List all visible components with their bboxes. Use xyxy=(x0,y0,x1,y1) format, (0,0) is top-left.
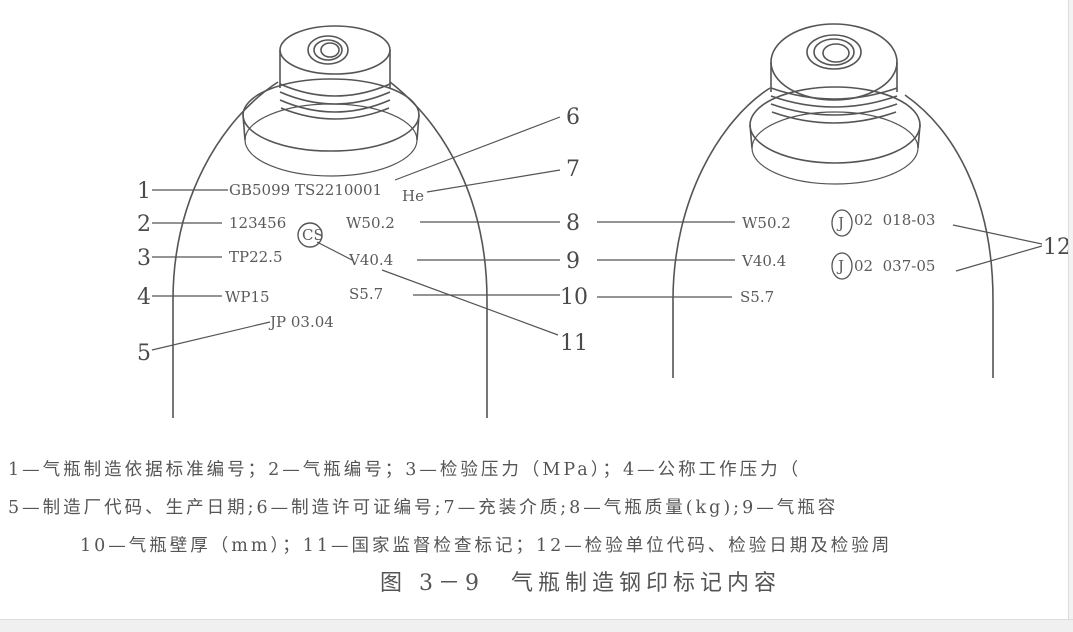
svg-text:He: He xyxy=(402,187,424,205)
callout-numbers: 1 2 3 4 5 6 7 8 9 10 11 12 xyxy=(137,105,1071,366)
svg-text:123456: 123456 xyxy=(229,214,286,232)
callout-2: 2 xyxy=(137,212,151,237)
svg-text:TP22.5: TP22.5 xyxy=(229,248,283,266)
caption-line-2: 5—制造厂代码、生产日期;6—制造许可证编号;7—充装介质;8—气瓶质量(kg)… xyxy=(8,498,839,518)
callout-7: 7 xyxy=(566,157,580,182)
callout-11: 11 xyxy=(560,331,588,356)
callout-4: 4 xyxy=(137,285,151,310)
page-edge xyxy=(1068,0,1073,631)
callout-5: 5 xyxy=(137,341,151,366)
gas-cylinder-diagram: GB5099 TS2210001 He 123456 TP22.5 WP15 J… xyxy=(137,23,1071,418)
cs-mark-circle xyxy=(297,222,323,248)
inspection-mark-circle xyxy=(831,252,853,280)
callout-6: 6 xyxy=(566,105,580,130)
caption-line-1: 1—气瓶制造依据标准编号；2—气瓶编号；3—检验压力（MPa）；4—公称工作压力… xyxy=(8,460,802,480)
svg-text:V40.4: V40.4 xyxy=(348,251,393,269)
svg-text:J: J xyxy=(836,257,844,275)
callout-1: 1 xyxy=(137,179,151,204)
svg-text:W50.2: W50.2 xyxy=(346,214,395,232)
caption-line-3: 10—气瓶壁厚（mm）；11—国家监督检查标记；12—检验单位代码、检验日期及检… xyxy=(80,536,893,556)
inspection-mark-circle xyxy=(831,209,853,237)
callout-8: 8 xyxy=(566,211,580,236)
svg-text:V40.4: V40.4 xyxy=(741,252,786,270)
leader-lines xyxy=(151,116,1043,351)
svg-text:02 018-03: 02 018-03 xyxy=(854,211,935,229)
page-bottom-edge xyxy=(0,619,1073,632)
right-cylinder-stamps: W50.2 V40.4 S5.7 J J 02 018-03 02 037-05 xyxy=(740,211,935,306)
callout-12: 12 xyxy=(1043,235,1071,260)
right-cylinder-outline xyxy=(672,23,994,378)
svg-text:02 037-05: 02 037-05 xyxy=(854,257,935,275)
svg-text:CS: CS xyxy=(302,226,324,244)
callout-3: 3 xyxy=(137,246,151,271)
svg-text:JP 03.04: JP 03.04 xyxy=(268,313,334,331)
callout-10: 10 xyxy=(560,285,588,310)
svg-text:W50.2: W50.2 xyxy=(742,214,791,232)
svg-text:GB5099 TS2210001: GB5099 TS2210001 xyxy=(229,181,382,199)
figure-title: 图 3－9 气瓶制造钢印标记内容 xyxy=(380,571,781,596)
svg-text:J: J xyxy=(836,214,844,232)
left-cylinder-outline xyxy=(172,25,488,418)
svg-text:S5.7: S5.7 xyxy=(349,285,383,303)
left-cylinder-stamps: GB5099 TS2210001 He 123456 TP22.5 WP15 J… xyxy=(225,181,424,331)
svg-text:WP15: WP15 xyxy=(225,288,270,306)
callout-9: 9 xyxy=(566,249,580,274)
svg-text:S5.7: S5.7 xyxy=(740,288,774,306)
